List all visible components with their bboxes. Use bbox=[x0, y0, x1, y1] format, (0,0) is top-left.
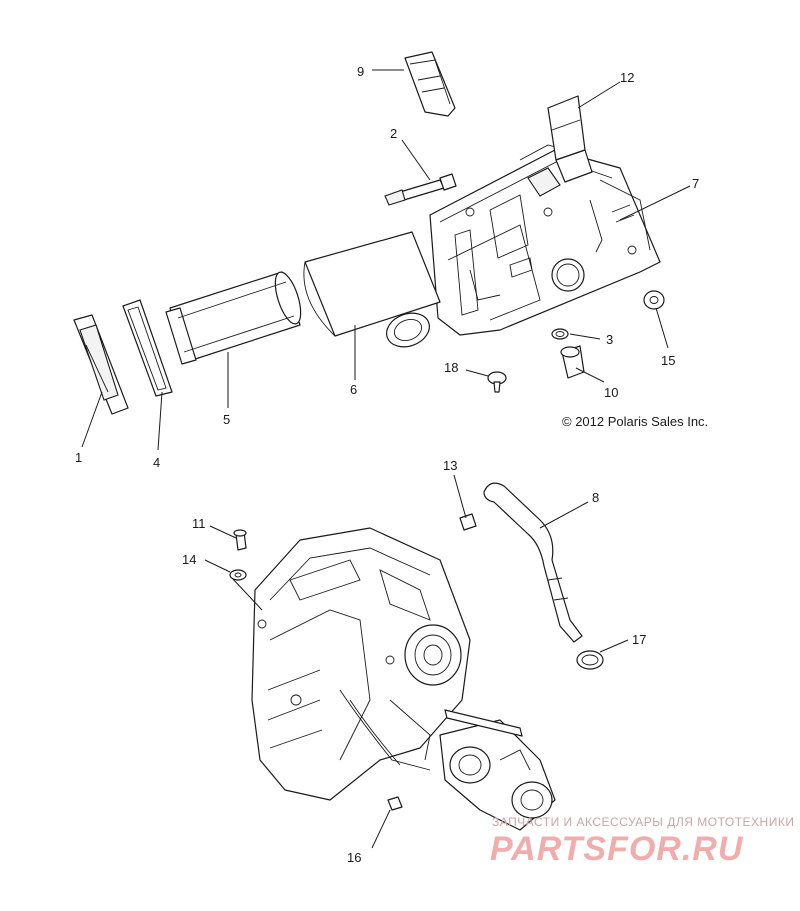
callout-10: 10 bbox=[604, 385, 618, 400]
o-ring-inner bbox=[555, 331, 565, 337]
leader-12 bbox=[577, 81, 621, 109]
callout-1: 1 bbox=[75, 450, 82, 465]
washer bbox=[229, 569, 247, 581]
drain-valve bbox=[560, 345, 585, 379]
cover-gasket bbox=[122, 299, 173, 397]
leader-3 bbox=[569, 333, 601, 340]
callout-6: 6 bbox=[350, 382, 357, 397]
callout-8: 8 bbox=[592, 490, 599, 505]
screw bbox=[384, 173, 457, 206]
callout-3: 3 bbox=[606, 332, 613, 347]
leader-16 bbox=[371, 809, 391, 849]
leader-11 bbox=[209, 525, 237, 539]
o-ring bbox=[551, 328, 569, 340]
callout-7: 7 bbox=[692, 176, 699, 191]
leader-17 bbox=[599, 639, 629, 653]
callout-9: 9 bbox=[357, 64, 364, 79]
flange-nut bbox=[459, 513, 477, 531]
leader-14 bbox=[204, 559, 231, 573]
callout-4: 4 bbox=[153, 455, 160, 470]
leader-18 bbox=[465, 369, 489, 377]
leader-7 bbox=[619, 185, 691, 221]
pre-filter-sleeve bbox=[303, 231, 441, 337]
leader-2 bbox=[401, 139, 431, 181]
leader-13 bbox=[453, 474, 467, 519]
callout-18: 18 bbox=[444, 360, 458, 375]
intake-snorkel bbox=[547, 95, 593, 183]
throttle-body bbox=[439, 709, 556, 831]
callout-12: 12 bbox=[620, 70, 634, 85]
cover-clip bbox=[404, 51, 456, 117]
watermark-logo: PARTSFOR.RU bbox=[490, 830, 744, 868]
leader-10 bbox=[575, 367, 605, 383]
copyright-notice: © 2012 Polaris Sales Inc. bbox=[562, 414, 709, 429]
leader-14b bbox=[231, 577, 263, 611]
leader-8 bbox=[539, 501, 589, 529]
outlet-flange bbox=[386, 312, 430, 348]
callout-17: 17 bbox=[632, 632, 646, 647]
callout-15: 15 bbox=[661, 353, 675, 368]
grommet bbox=[643, 290, 665, 310]
leader-1 bbox=[81, 391, 103, 448]
leader-4 bbox=[157, 391, 163, 451]
push-rivet bbox=[487, 371, 507, 393]
callout-14: 14 bbox=[182, 552, 196, 567]
airbox-housing bbox=[429, 144, 661, 336]
hose-clamp bbox=[576, 650, 604, 670]
cvt-housing bbox=[251, 527, 471, 801]
bolt bbox=[233, 529, 247, 551]
air-filter bbox=[165, 271, 302, 365]
callout-5: 5 bbox=[223, 412, 230, 427]
callout-16: 16 bbox=[347, 850, 361, 865]
filter-cover bbox=[73, 314, 129, 415]
leader-15 bbox=[655, 307, 669, 349]
hex-nut bbox=[387, 796, 403, 811]
breather-hose bbox=[483, 482, 583, 643]
callout-13: 13 bbox=[443, 458, 457, 473]
callout-11: 11 bbox=[192, 516, 206, 531]
callout-2: 2 bbox=[390, 126, 397, 141]
watermark-tagline: ЗАПЧАСТИ И АКСЕССУАРЫ ДЛЯ МОТОТЕХНИКИ bbox=[492, 815, 795, 829]
